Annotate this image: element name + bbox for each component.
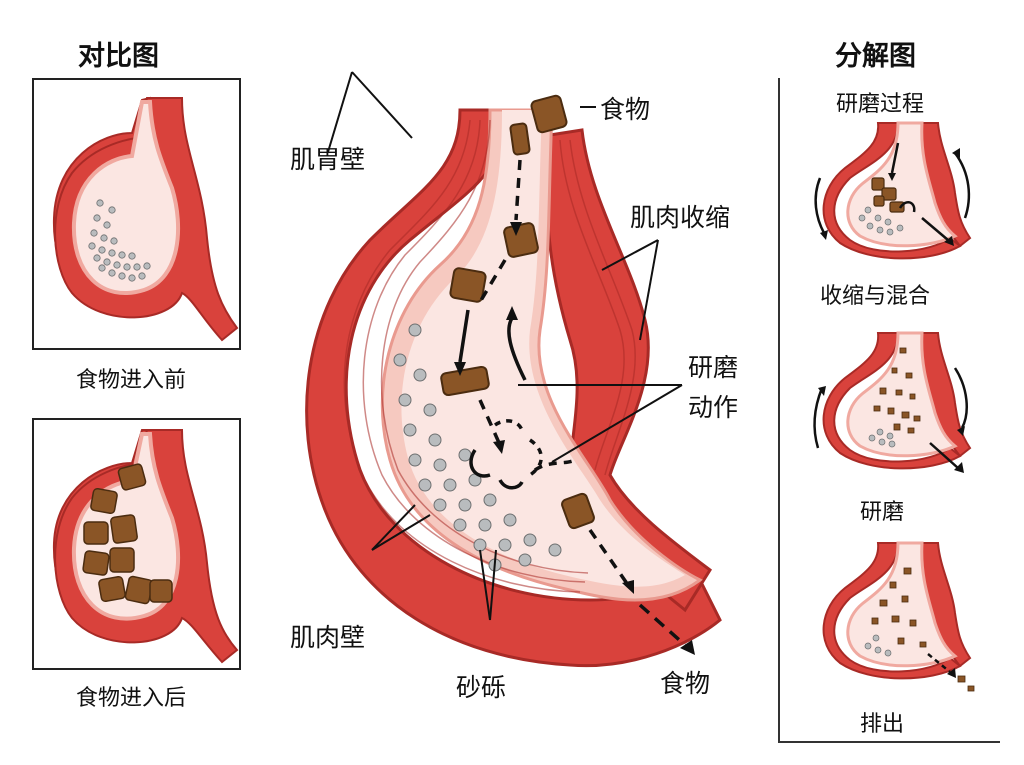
- gizzard-after-illustration: [52, 429, 239, 664]
- label-gizzard-wall: 肌胃壁: [290, 145, 366, 174]
- step1-illustration: [814, 121, 972, 260]
- left-panel-title: 对比图: [78, 41, 159, 72]
- step2-illustration: [813, 331, 972, 473]
- step3-caption: 排出: [860, 712, 905, 737]
- gizzard-main-illustration: [305, 71, 722, 668]
- after-caption: 食物进入后: [76, 686, 187, 711]
- step1-caption: 收缩与混合: [820, 284, 931, 309]
- step2-caption: 研磨: [860, 500, 905, 525]
- label-grinding-line2: 动作: [688, 393, 739, 422]
- label-grit: 砂砾: [456, 673, 507, 702]
- label-grinding-line1: 研磨: [688, 353, 739, 382]
- gizzard-before-illustration: [52, 96, 239, 342]
- step1-title: 研磨过程: [836, 92, 925, 117]
- before-caption: 食物进入前: [76, 368, 187, 393]
- label-food-in: 食物: [600, 95, 651, 124]
- label-food-out: 食物: [660, 669, 711, 698]
- right-panel-bottom-line: [778, 741, 1000, 743]
- label-muscle-wall: 肌肉壁: [290, 623, 366, 652]
- right-panel-divider: [778, 78, 780, 742]
- right-panel-title: 分解图: [835, 41, 916, 72]
- step3-illustration: [822, 541, 975, 692]
- label-muscle-contraction: 肌肉收缩: [630, 203, 731, 232]
